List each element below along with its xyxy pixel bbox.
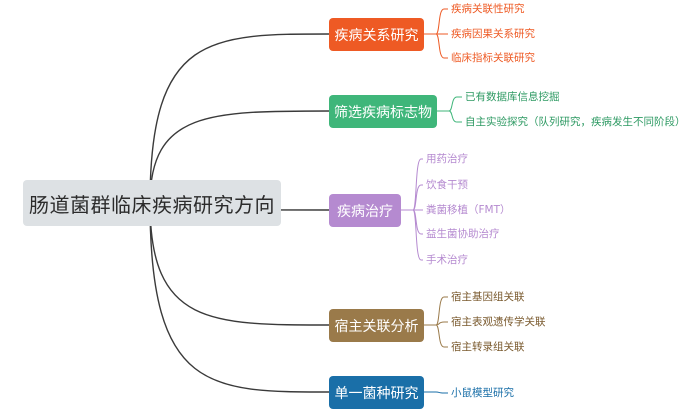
leaf-fmt[interactable]: 粪菌移植（FMT） [426,204,511,216]
branch-to-leaf-connector [401,209,423,261]
leaf-independent-experiment[interactable]: 自主实验探究（队列研究，疾病发生不同阶段） [465,116,686,128]
branch-label: 单一菌种研究 [334,385,419,402]
leaf-diet-intervention[interactable]: 饮食干预 [426,179,468,191]
branch-label: 疾病关系研究 [334,27,419,44]
leaf-mouse-model[interactable]: 小鼠模型研究 [451,387,514,399]
branch-to-leaf-connector [424,391,448,394]
root-to-branch-connector [149,33,330,204]
branch-disease-treatment[interactable]: 疾病治疗 [329,194,401,227]
branch-disease-relation[interactable]: 疾病关系研究 [329,18,424,51]
branch-to-leaf-connector [401,209,423,235]
root-topic-label: 肠道菌群临床疾病研究方向 [29,192,275,217]
leaf-probiotic-therapy[interactable]: 益生菌协助治疗 [426,228,500,240]
branch-to-leaf-connector [424,8,448,35]
branch-label: 宿主关联分析 [334,318,419,335]
leaf-disease-association[interactable]: 疾病关联性研究 [451,3,525,15]
leaf-connectors [401,8,462,394]
branch-to-leaf-connector [401,158,423,211]
root-to-branch-connector [149,202,330,326]
branch-host-association[interactable]: 宿主关联分析 [329,309,424,342]
branch-to-leaf-connector [437,96,462,112]
root-topic[interactable]: 肠道菌群临床疾病研究方向 [23,180,281,226]
branch-single-strain[interactable]: 单一菌种研究 [329,376,424,409]
branch-label: 疾病治疗 [337,203,393,220]
root-to-branch-connector [149,110,330,204]
leaf-clinical-indicator[interactable]: 临床指标关联研究 [451,52,535,64]
leaf-host-epigenetics[interactable]: 宿主表观遗传学关联 [451,316,546,328]
branch-to-leaf-connector [437,110,462,123]
branch-label: 筛选疾病标志物 [334,104,432,121]
leaf-database-mining[interactable]: 已有数据库信息挖掘 [465,91,560,103]
leaf-disease-causality[interactable]: 疾病因果关系研究 [451,28,535,40]
branch-to-leaf-connector [424,324,448,348]
leaf-surgery[interactable]: 手术治疗 [426,254,468,266]
branch-to-leaf-connector [401,184,423,211]
branch-to-leaf-connector [424,33,448,59]
branch-biomarker-screening[interactable]: 筛选疾病标志物 [329,95,437,128]
branch-to-leaf-connector [424,296,448,326]
root-to-branch-connector [149,202,330,393]
leaf-host-transcriptome[interactable]: 宿主转录组关联 [451,341,525,353]
leaf-host-genome[interactable]: 宿主基因组关联 [451,291,525,303]
leaf-drug-therapy[interactable]: 用药治疗 [426,153,468,165]
